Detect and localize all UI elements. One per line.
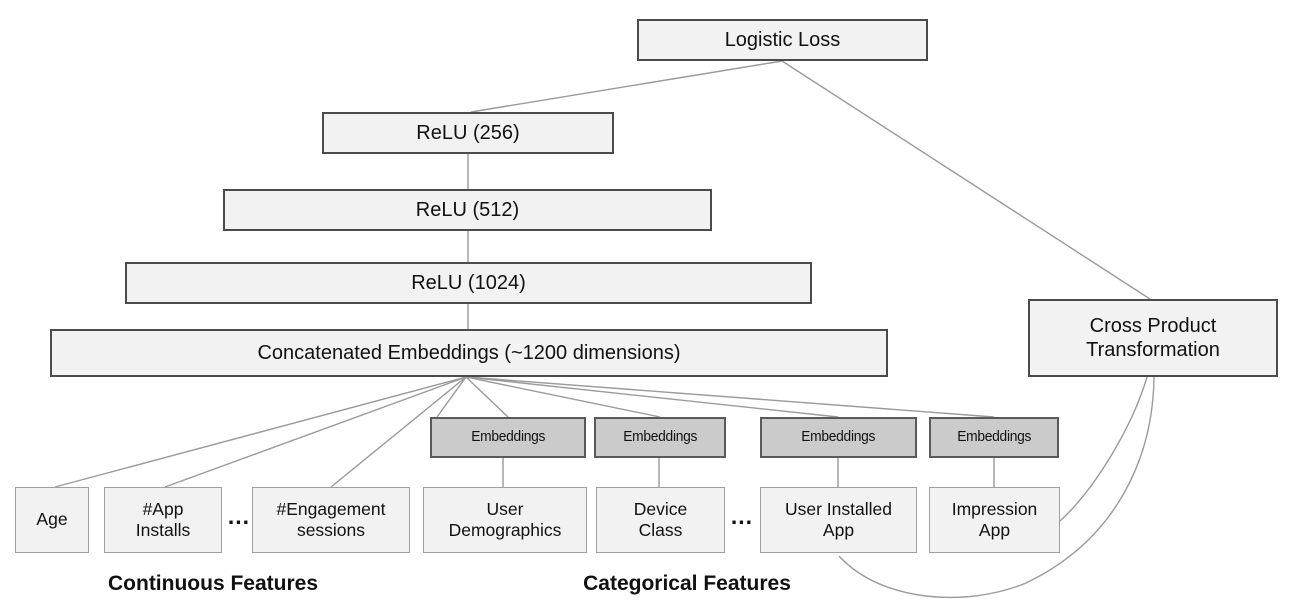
- continuous-ellipsis: ...: [227, 503, 251, 529]
- logistic-loss-label: Logistic Loss: [724, 28, 841, 51]
- engagement-sessions-node: #Engagement sessions: [252, 487, 410, 553]
- embeddings-node-3: Embeddings: [760, 417, 917, 458]
- relu-1024-label: ReLU (1024): [411, 271, 526, 294]
- embeddings-label-1: Embeddings: [471, 428, 545, 446]
- user-demographics-label: User Demographics: [448, 498, 562, 540]
- cross-product-transformation-label: Cross Product Transformation: [1086, 314, 1220, 361]
- relu-256-label: ReLU (256): [416, 121, 520, 144]
- relu-512-node: ReLU (512): [223, 189, 712, 231]
- user-installed-app-node: User Installed App: [760, 487, 917, 553]
- embeddings-node-2: Embeddings: [594, 417, 726, 458]
- concatenated-embeddings-label: Concatenated Embeddings (~1200 dimension…: [257, 341, 681, 364]
- edge-concat-to-embedding1-b: [465, 376, 509, 418]
- edge-cross-product-to-user-installed-app: [838, 376, 1155, 599]
- user-installed-app-label: User Installed App: [785, 498, 892, 540]
- embeddings-label-3: Embeddings: [801, 428, 876, 446]
- relu-512-label: ReLU (512): [415, 198, 520, 221]
- edge-concat-to-age: [54, 376, 467, 488]
- embeddings-label-2: Embeddings: [623, 428, 697, 446]
- edge-concat-to-embedding4: [465, 376, 995, 418]
- continuous-features-label: Continuous Features: [107, 572, 319, 595]
- impression-app-label: Impression App: [951, 498, 1038, 540]
- device-class-node: Device Class: [596, 487, 725, 553]
- edge-loss-to-relu256: [470, 60, 783, 113]
- edge-concat-to-embedding1-a: [436, 376, 467, 418]
- edge-concat-to-app-installs: [164, 376, 467, 488]
- relu-1024-node: ReLU (1024): [125, 262, 812, 304]
- impression-app-node: Impression App: [929, 487, 1060, 553]
- age-node: Age: [15, 487, 89, 553]
- embeddings-node-1: Embeddings: [430, 417, 586, 458]
- edge-cross-product-to-impression-app: [1059, 376, 1148, 522]
- engagement-sessions-label: #Engagement sessions: [276, 498, 386, 540]
- app-installs-label: #App Installs: [135, 498, 191, 540]
- embeddings-label-4: Embeddings: [957, 428, 1031, 446]
- app-installs-node: #App Installs: [104, 487, 222, 553]
- categorical-ellipsis: ...: [730, 503, 754, 529]
- relu-256-node: ReLU (256): [322, 112, 614, 154]
- categorical-features-label: Categorical Features: [583, 572, 791, 595]
- age-label: Age: [36, 509, 68, 530]
- user-demographics-node: User Demographics: [423, 487, 587, 553]
- edge-concat-to-embedding3: [465, 376, 839, 418]
- edge-concat-to-engagement: [330, 376, 467, 488]
- edge-loss-to-cross-product: [781, 60, 1151, 300]
- edge-concat-to-embedding2: [465, 376, 661, 418]
- concatenated-embeddings-node: Concatenated Embeddings (~1200 dimension…: [50, 329, 888, 377]
- embeddings-node-4: Embeddings: [929, 417, 1059, 458]
- cross-product-transformation-node: Cross Product Transformation: [1028, 299, 1278, 377]
- logistic-loss-node: Logistic Loss: [637, 19, 928, 61]
- device-class-label: Device Class: [633, 498, 688, 540]
